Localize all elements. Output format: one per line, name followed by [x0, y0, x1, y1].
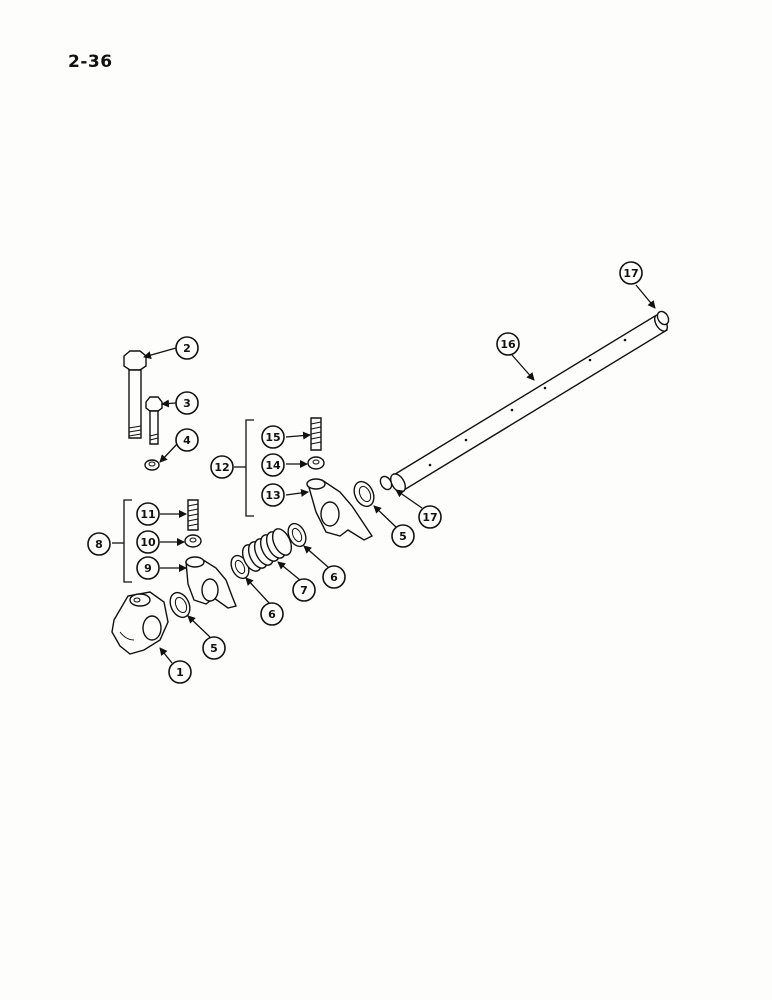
lock-washer — [144, 459, 160, 471]
svg-text:10: 10 — [140, 536, 156, 549]
spacer-ring-left — [169, 591, 191, 619]
rocker-arm-right — [306, 478, 374, 541]
svg-text:17: 17 — [422, 511, 437, 524]
callout-15: 15 — [261, 425, 285, 449]
callout-5-right: 5 — [391, 524, 415, 548]
adjusting-screw-left — [187, 499, 199, 531]
callout-10: 10 — [136, 530, 160, 554]
spacer-ring-right — [353, 480, 375, 508]
svg-text:14: 14 — [265, 459, 281, 472]
svg-text:13: 13 — [265, 489, 280, 502]
svg-text:5: 5 — [210, 642, 218, 655]
rocker-arm-left — [185, 556, 237, 609]
svg-text:9: 9 — [144, 562, 152, 575]
callout-14: 14 — [261, 453, 285, 477]
svg-text:6: 6 — [268, 608, 276, 621]
rocker-shaft — [390, 314, 669, 493]
shaft-plug-near — [379, 475, 393, 491]
svg-text:4: 4 — [183, 434, 191, 447]
callout-6-right: 6 — [322, 565, 346, 589]
svg-text:6: 6 — [330, 571, 338, 584]
adjusting-nut-left — [184, 534, 202, 548]
callout-8: 8 — [87, 532, 111, 556]
adjusting-nut-right — [307, 456, 325, 470]
shaft-plug-far — [656, 310, 670, 326]
callout-5-left: 5 — [202, 636, 226, 660]
support-bracket — [111, 591, 169, 655]
svg-text:15: 15 — [265, 431, 280, 444]
svg-text:2: 2 — [183, 342, 191, 355]
rocker-spring — [241, 528, 293, 572]
callout-3: 3 — [175, 391, 199, 415]
svg-text:16: 16 — [500, 338, 516, 351]
callout-4: 4 — [175, 428, 199, 452]
long-bolt — [123, 350, 147, 439]
svg-text:11: 11 — [140, 508, 155, 521]
assembly-bracket-8 — [112, 499, 132, 583]
short-bolt — [145, 396, 163, 445]
assembly-bracket-12 — [234, 419, 254, 517]
callout-17-near: 17 — [418, 505, 442, 529]
callout-17-far: 17 — [619, 261, 643, 285]
svg-text:12: 12 — [214, 461, 229, 474]
svg-text:3: 3 — [183, 397, 191, 410]
svg-text:1: 1 — [176, 666, 184, 679]
thrust-washer-right — [287, 522, 307, 548]
callout-11: 11 — [136, 502, 160, 526]
adjusting-screw-right — [310, 417, 322, 451]
svg-text:8: 8 — [95, 538, 103, 551]
svg-text:17: 17 — [623, 267, 638, 280]
svg-text:7: 7 — [300, 584, 308, 597]
page-number: 2-36 — [68, 52, 113, 72]
callout-6-left: 6 — [260, 602, 284, 626]
callout-2: 2 — [175, 336, 199, 360]
callout-13: 13 — [261, 483, 285, 507]
callout-9: 9 — [136, 556, 160, 580]
callout-12: 12 — [210, 455, 234, 479]
callout-1: 1 — [168, 660, 192, 684]
callout-7: 7 — [292, 578, 316, 602]
svg-text:5: 5 — [399, 530, 407, 543]
callout-16: 16 — [496, 332, 520, 356]
